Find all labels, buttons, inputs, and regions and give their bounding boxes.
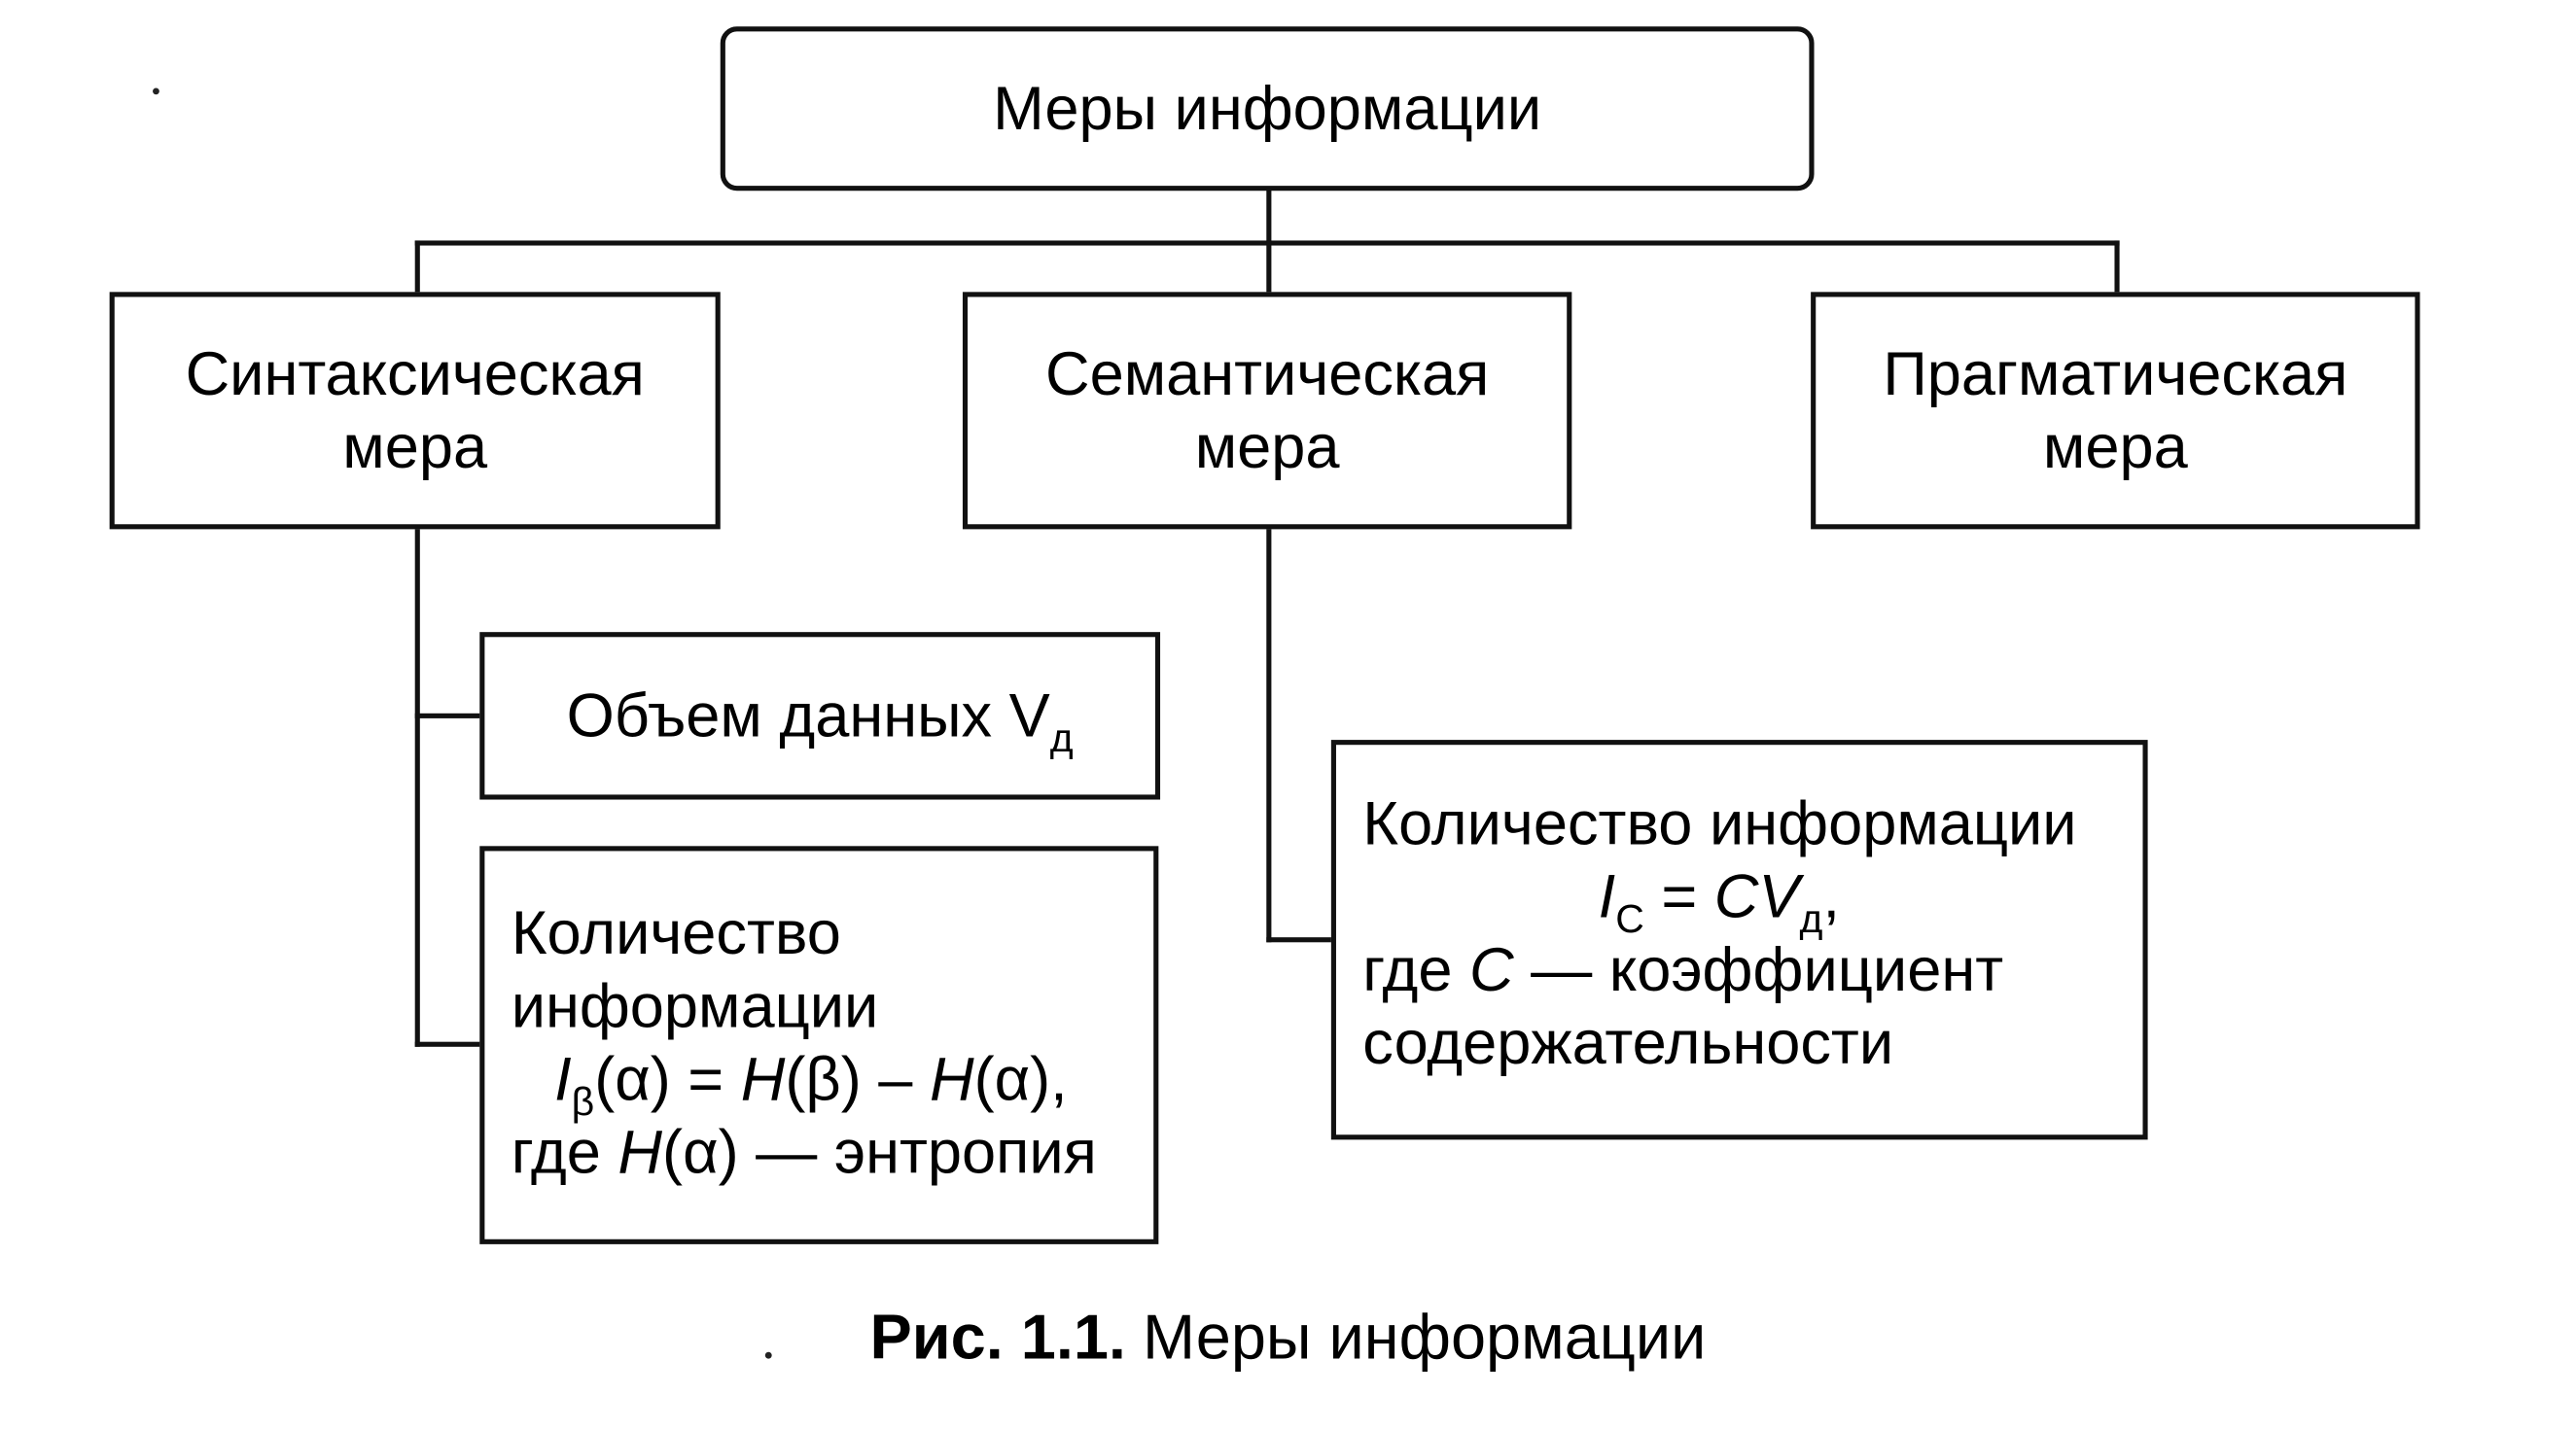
semantic-amount-where: где C — коэффициент: [1362, 935, 2004, 1004]
syntactic-amount-formula: Iβ(α) = H(β) – H(α),: [554, 1045, 1068, 1126]
connector-to-pragmatic: [2114, 240, 2120, 296]
semantic-amount-formula: IС = CVд,: [1598, 862, 1840, 943]
figure-caption: Рис. 1.1.Меры информации: [0, 1297, 2576, 1379]
semantic-measure-label: Семантическая мера: [1044, 338, 1490, 481]
semantic-amount-line1: Количество информации: [1362, 789, 2077, 858]
print-speck: [764, 1351, 772, 1359]
connector-semantic-trunk: [1266, 527, 1272, 943]
semantic-measure-node: Семантическая мера: [962, 292, 1572, 530]
pragmatic-measure-node: Прагматическая мера: [1811, 292, 2420, 530]
semantic-amount-node: Количество информации IС = CVд, где C — …: [1330, 740, 2148, 1140]
connector-to-syntactic-amount: [414, 1041, 485, 1047]
print-speck: [153, 87, 159, 95]
syntactic-amount-line1: Количество: [511, 898, 841, 967]
connector-to-semantic: [1266, 240, 1272, 296]
syntactic-amount-where: где H(α) — энтропия: [511, 1118, 1097, 1187]
pragmatic-measure-label: Прагматическая мера: [1883, 338, 2348, 481]
figure-caption-text: Меры информации: [1143, 1304, 1707, 1374]
semantic-amount-line4: содержательности: [1362, 1008, 1894, 1077]
root-node: Меры информации: [720, 26, 1815, 192]
syntactic-amount-node: Количество информации Iβ(α) = H(β) – H(α…: [479, 846, 1159, 1244]
connector-to-volume: [414, 713, 485, 718]
syntactic-measure-node: Синтаксическая мера: [109, 292, 721, 530]
connector-to-semantic-amount: [1266, 937, 1335, 943]
connector-root-down: [1266, 187, 1272, 244]
syntactic-amount-line2: информации: [511, 972, 879, 1040]
syntactic-measure-label: Синтаксическая мера: [185, 338, 645, 481]
figure-caption-prefix: Рис. 1.1.: [869, 1304, 1126, 1374]
data-volume-node: Объем данных Vд: [479, 632, 1161, 800]
connector-syntactic-trunk: [414, 527, 420, 1047]
connector-to-syntactic: [414, 240, 420, 296]
data-volume-label: Объем данных Vд: [566, 680, 1074, 761]
root-label: Меры информации: [993, 73, 1542, 142]
